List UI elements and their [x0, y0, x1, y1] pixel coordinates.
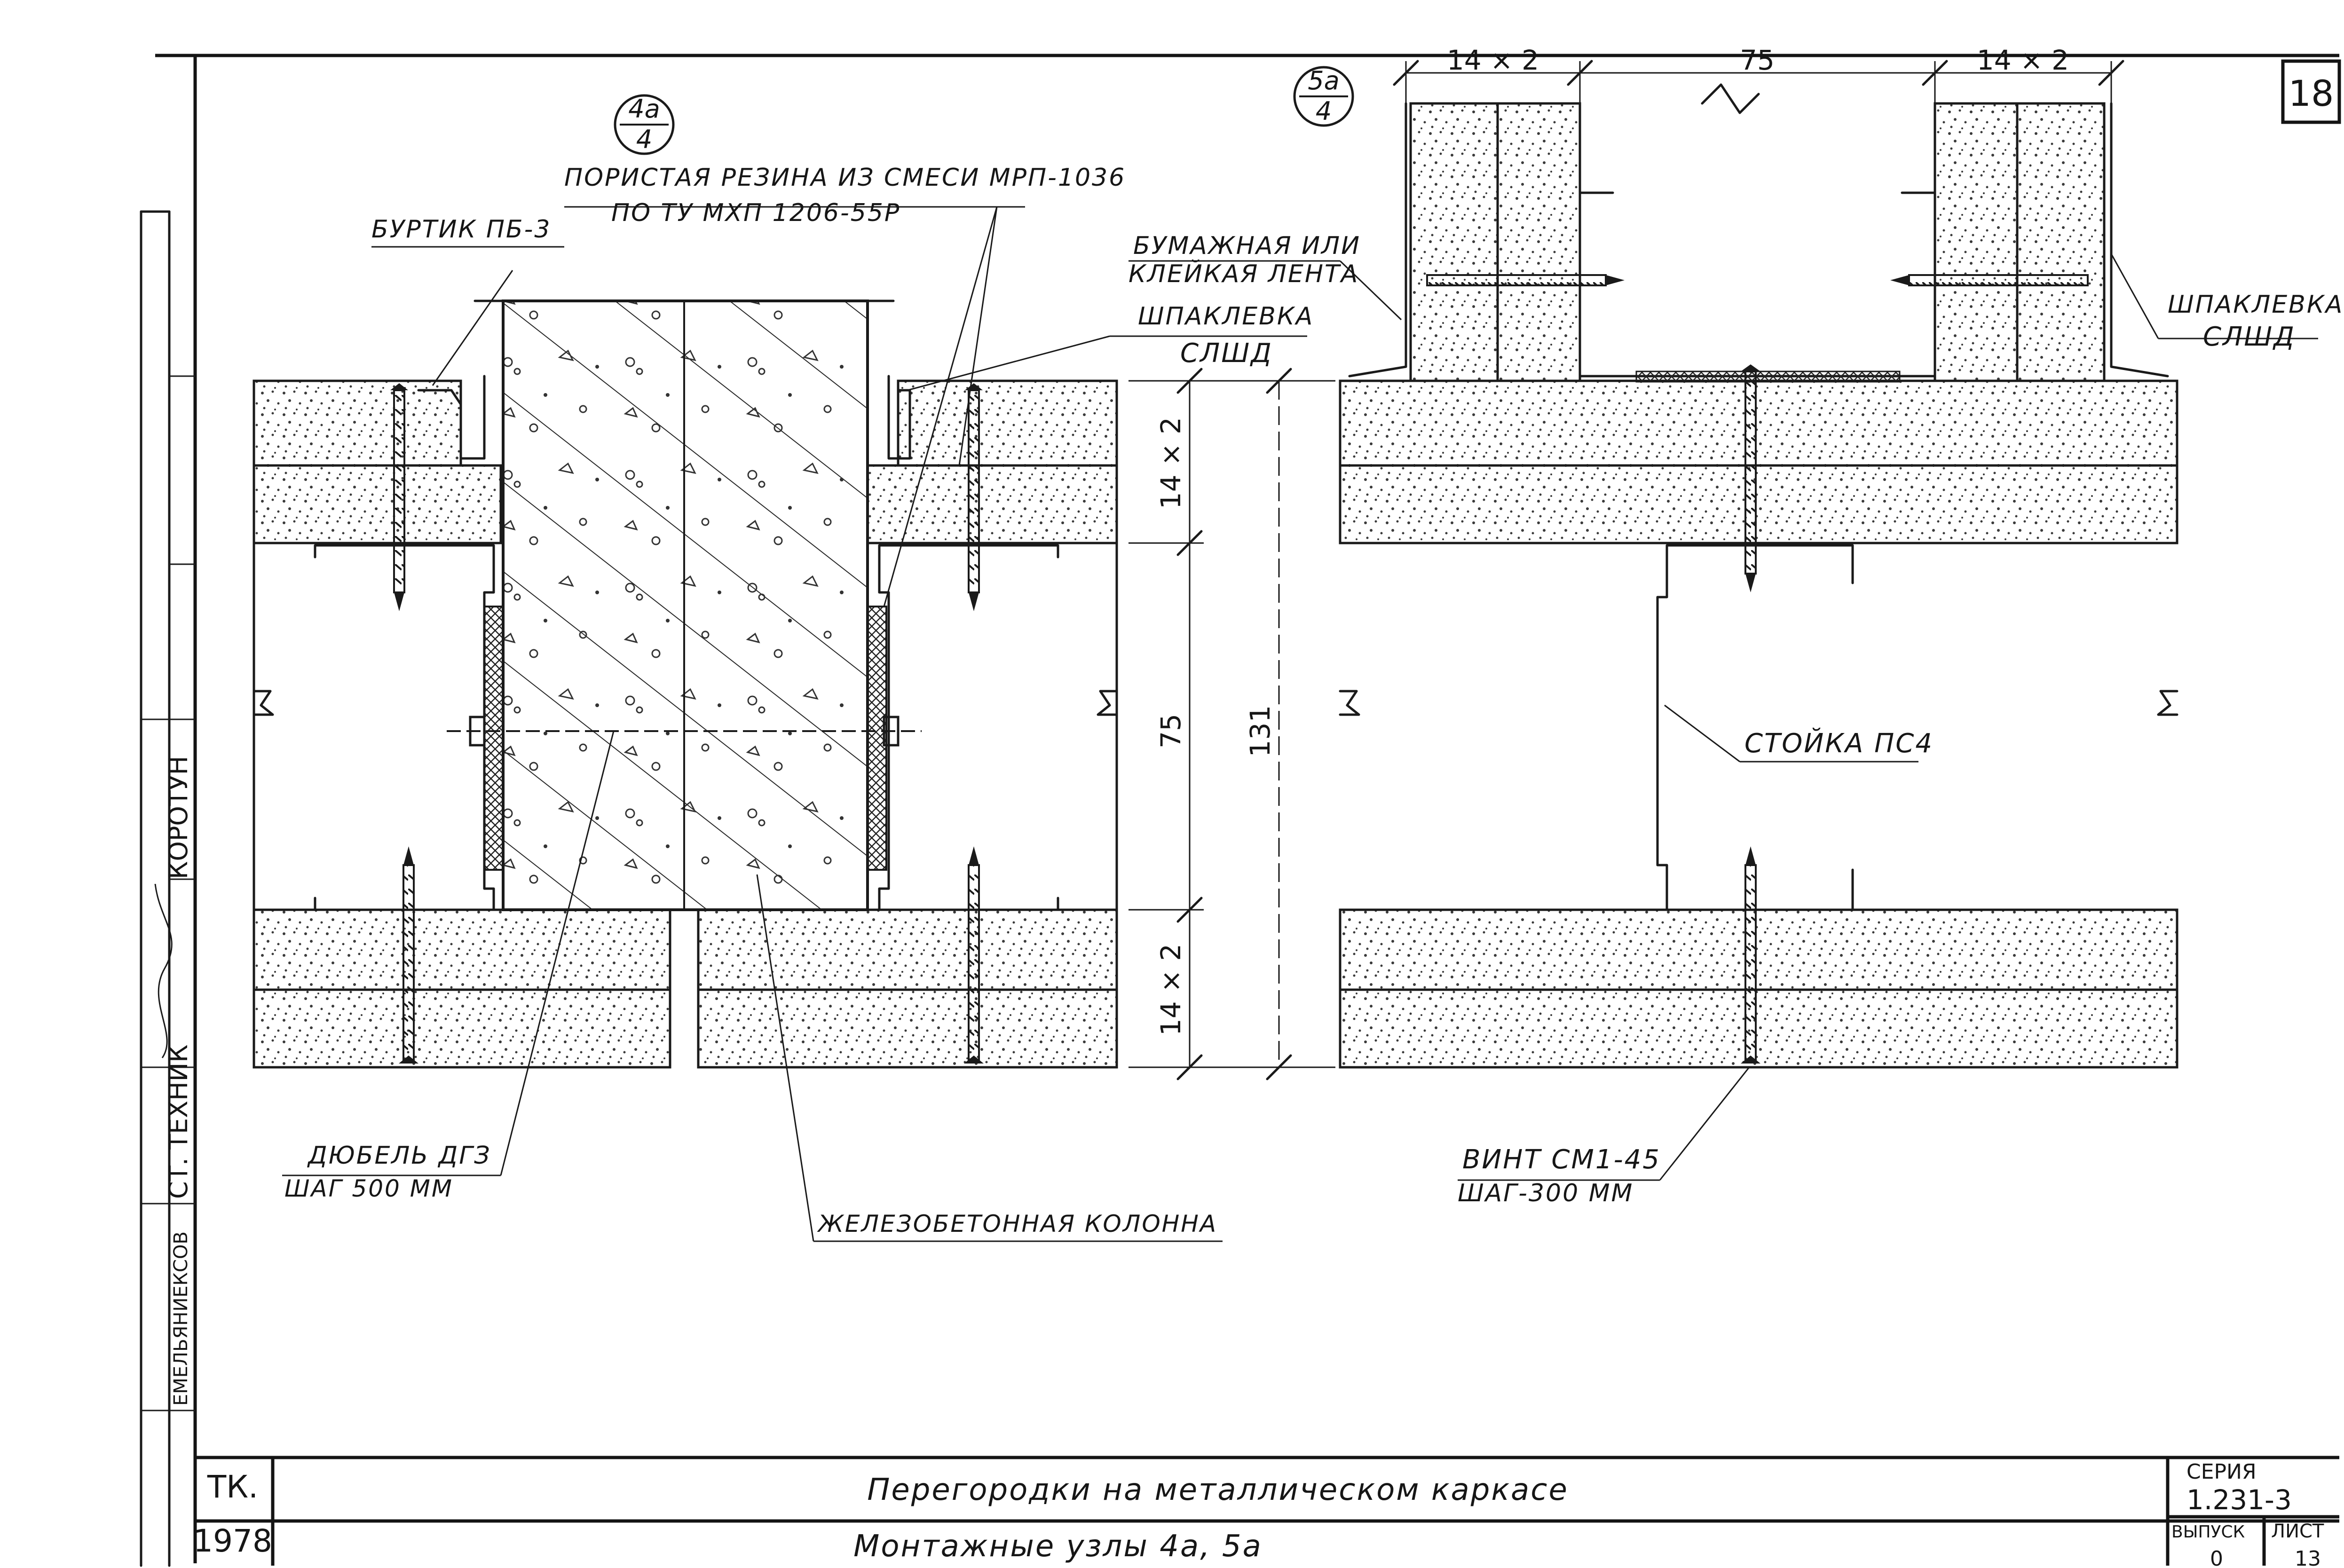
board-bottom-outer-left: [253, 988, 671, 1069]
sealing-tape: [1635, 370, 1901, 383]
screw-face-top: [1741, 364, 1760, 592]
leaders-right: [1129, 253, 2318, 1181]
label-rubber-line1: ПОРИСТАЯ РЕЗИНА ИЗ СМЕСИ МРП-1036: [564, 164, 1126, 192]
board-bottom-inner-right: [697, 908, 1118, 991]
label-dowel-1: ДЮБЕЛЬ ДГЗ: [307, 1142, 491, 1170]
branch-board-right-a: [1934, 102, 2019, 382]
branch-board-right-b: [2016, 102, 2106, 382]
board-top-outer-left: [253, 379, 462, 467]
vertical-dimensions: 14 × 2 75 14 × 2 131: [1129, 368, 1335, 1080]
screw-branch-left: [1426, 274, 1625, 286]
dim-v-top: 14 × 2: [1155, 417, 1187, 509]
leaders-left: [282, 206, 1307, 1242]
title-org: ТК.: [207, 1469, 258, 1505]
rc-column: [474, 299, 895, 911]
label-paper-tape-1: БУМАЖНАЯ ИЛИ: [1133, 232, 1361, 260]
callout-4a-top: 4a: [628, 94, 660, 124]
callout-5a-top: 5a: [1308, 66, 1339, 95]
stamp-surname: КОРОТУН: [164, 756, 193, 879]
label-putty-right-1: ШПАКЛЕВКА: [2168, 291, 2344, 319]
issue-label: ВЫПУСК: [2171, 1522, 2245, 1542]
detail-4a: 4a 4 ПОРИСТАЯ РЕЗИНА ИЗ СМЕСИ МРП-1036 П…: [253, 94, 1314, 1242]
branch-board-left-b: [1496, 102, 1581, 382]
dowel-dg3: [447, 716, 922, 747]
issue-value: 0: [2210, 1547, 2223, 1568]
board-top-outer-right: [897, 379, 1118, 467]
sheet-frame: [140, 54, 2341, 1567]
label-burtik: БУРТИК ПБ-3: [371, 215, 551, 244]
board-bottom-inner-left: [253, 908, 671, 991]
top-dimensions: 14 × 2 75 14 × 2: [1393, 44, 2124, 103]
callout-5a: 5a 4: [1293, 66, 1354, 127]
dim-top-right: 14 × 2: [1977, 44, 2069, 76]
series-label: СЕРИЯ: [2186, 1460, 2257, 1484]
label-dowel-2: ШАГ 500 ММ: [284, 1175, 453, 1202]
detail-5a: 14 × 2 75 14 × 2 5a 4 БУМАЖНАЯ ИЛИ: [1129, 44, 2344, 1207]
label-screw-1: ВИНТ СМ1-45: [1462, 1144, 1661, 1175]
dim-v-mid: 75: [1155, 714, 1187, 749]
branch-board-left-a: [1409, 102, 1499, 382]
screw-left-bottom: [399, 846, 418, 1064]
label-rubber-line2: ПО ТУ МХП 1206-55Р: [611, 199, 900, 227]
callout-4a: 4a 4: [614, 94, 675, 155]
dim-v-total: 131: [1244, 705, 1276, 757]
screw-branch-right: [1890, 274, 2089, 286]
screw-right-bottom: [964, 846, 984, 1064]
screw-left-top: [390, 383, 408, 611]
dim-top-mid: 75: [1740, 44, 1775, 76]
series-value: 1.231-3: [2186, 1484, 2292, 1516]
margin-stamp: КОРОТУН СТ. ТЕХНИК ЕМЕЛЬЯНИЕКСОВ: [154, 756, 193, 1406]
label-putty-right-2: СЛШД: [2203, 322, 2296, 352]
sheet-number: 18: [2289, 72, 2334, 114]
board-top-inner-left: [253, 464, 502, 544]
title-year: 1978: [193, 1523, 272, 1559]
sheet-label: ЛИСТ: [2271, 1521, 2324, 1542]
board-back-outer: [1339, 988, 2178, 1069]
stamp-role: СТ. ТЕХНИК: [164, 1045, 193, 1199]
label-stud: СТОЙКА ПС4: [1744, 728, 1934, 759]
stamp-other: ЕМЕЛЬЯНИЕКСОВ: [170, 1231, 192, 1406]
title-sub: Монтажные узлы 4а, 5а: [853, 1529, 1263, 1564]
label-putty-left-1: ШПАКЛЕВКА: [1138, 302, 1314, 331]
callout-5a-bottom: 4: [1316, 96, 1332, 126]
board-back-inner: [1339, 908, 2178, 991]
label-screw-2: ШАГ-300 ММ: [1458, 1179, 1634, 1207]
label-paper-tape-2: КЛЕЙКАЯ ЛЕНТА: [1129, 260, 1359, 288]
board-bottom-outer-right: [697, 988, 1118, 1069]
dim-top-left: 14 × 2: [1447, 44, 1539, 76]
callout-4a-bottom: 4: [636, 125, 652, 154]
title-block: ТК. 1978 Перегородки на металлическом ка…: [193, 1460, 2324, 1568]
dim-v-bottom: 14 × 2: [1155, 944, 1187, 1036]
stud-profile-right: [867, 544, 1059, 911]
title-main: Перегородки на металлическом каркасе: [867, 1473, 1569, 1507]
sheet-value: 13: [2295, 1547, 2321, 1568]
stud-ps4: [1656, 544, 1854, 911]
board-face-outer: [1339, 379, 2178, 467]
label-column: ЖЕЛЕЗОБЕТОННАЯ КОЛОННА: [817, 1210, 1217, 1237]
board-face-inner: [1339, 464, 2178, 544]
label-putty-left-2: СЛШД: [1180, 338, 1273, 369]
board-top-inner-right: [866, 464, 1118, 544]
screw-right-top: [965, 383, 983, 611]
screw-sm1-45: [1741, 846, 1760, 1064]
